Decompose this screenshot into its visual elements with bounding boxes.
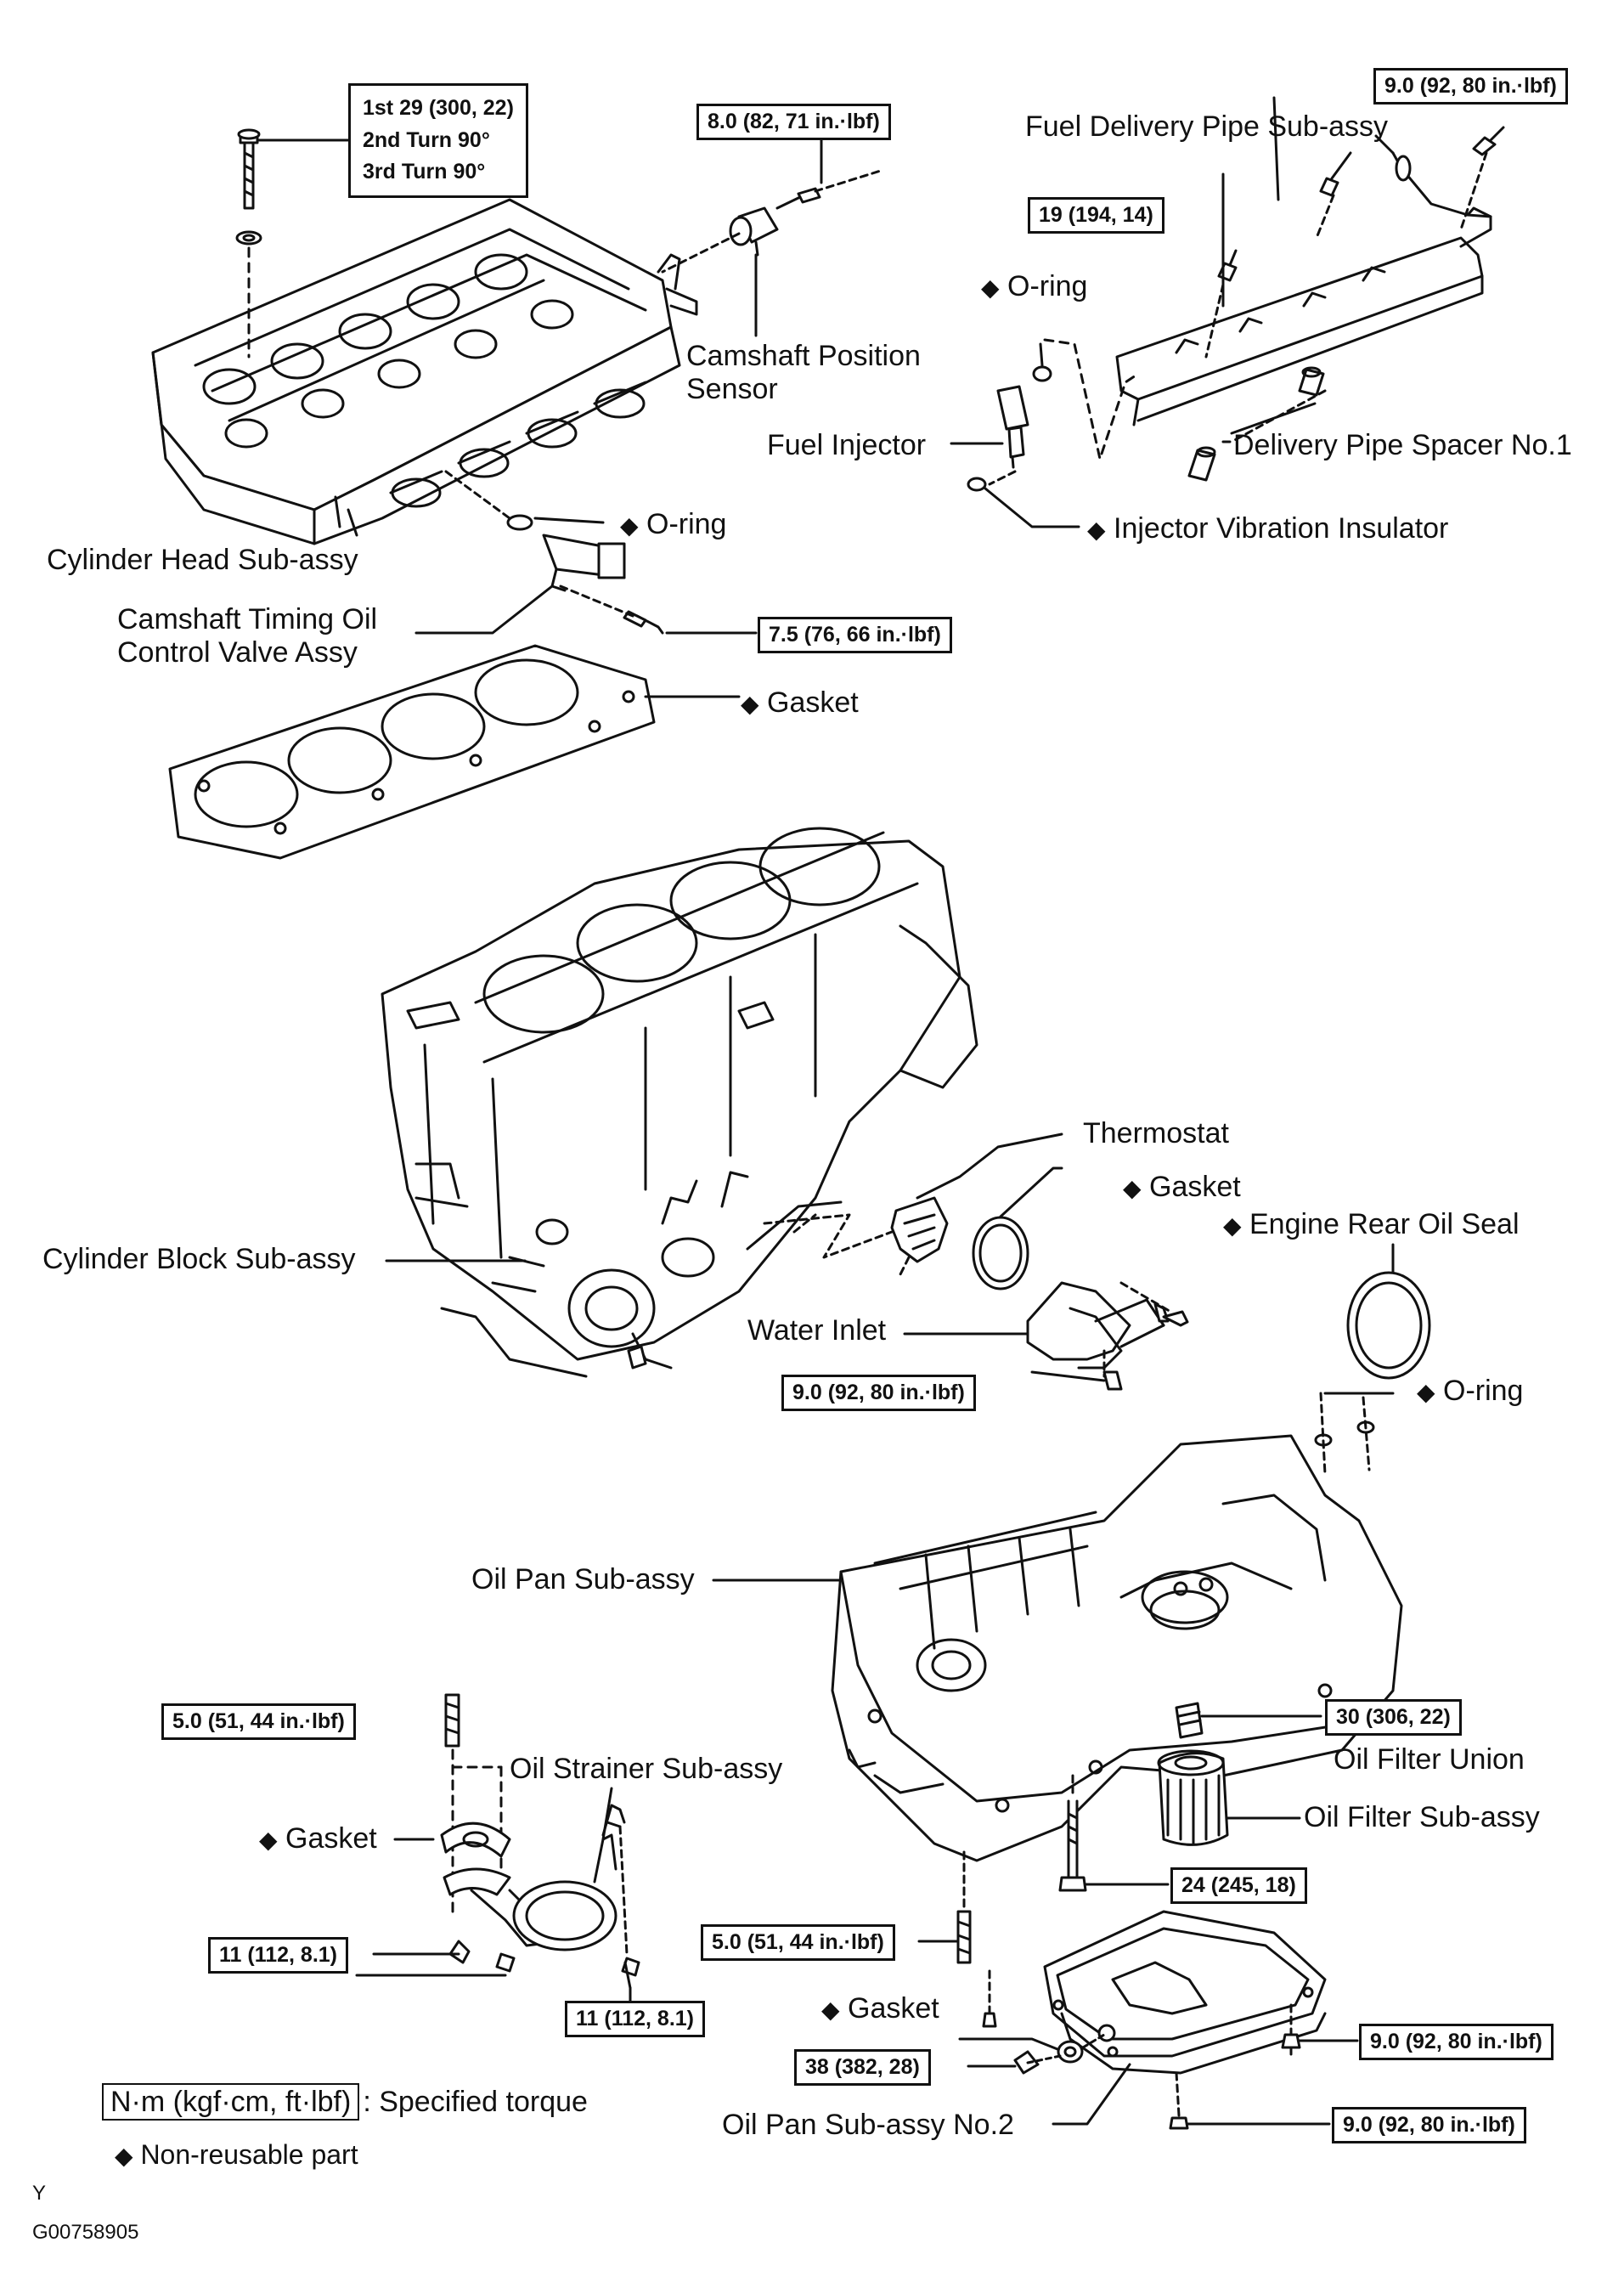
label-o-ring-fuel: ◆ O-ring [981, 270, 1087, 303]
label-oil-pan-no2: Oil Pan Sub-assy No.2 [722, 2109, 1014, 2141]
label-oil-pan: Oil Pan Sub-assy [471, 1563, 695, 1595]
o-ring-text: O-ring [1443, 1375, 1524, 1407]
torque-box-head-bolt: 1st 29 (300, 22) 2nd Turn 90° 3rd Turn 9… [348, 83, 528, 198]
cam-sensor-drawing [661, 168, 885, 337]
oil-pan-bolt-drawing [1058, 1774, 1170, 1892]
torque-box-pan2-nut: 9.0 (92, 80 in.·lbf) [1332, 2107, 1526, 2144]
legend-non-reusable-text: Non-reusable part [140, 2139, 358, 2170]
label-oil-filter: Oil Filter Sub-assy [1304, 1801, 1540, 1833]
non-reusable-marker: ◆ [741, 691, 759, 717]
label-rear-oil-seal: ◆ Engine Rear Oil Seal [1223, 1208, 1520, 1241]
ocv-drawing [414, 470, 758, 635]
label-thermostat-gasket: ◆ Gasket [1123, 1171, 1241, 1204]
torque-box-strainer-stud: 5.0 (51, 44 in.·lbf) [161, 1703, 356, 1741]
torque-box-strainer-bolt: 11 (112, 8.1) [565, 2001, 706, 2038]
torque-box-oil-filter-union: 30 (306, 22) [1325, 1699, 1462, 1737]
label-oil-strainer: Oil Strainer Sub-assy [510, 1753, 783, 1785]
label-ocv: Camshaft Timing Oil Control Valve Assy [117, 603, 377, 669]
oil-strainer-drawing [355, 1693, 640, 2002]
label-o-ring-ocv: ◆ O-ring [620, 508, 726, 541]
head-bolt-drawing [235, 128, 262, 359]
label-pan2-gasket: ◆ Gasket [821, 1992, 939, 2025]
gasket-text: Gasket [1149, 1171, 1241, 1203]
cylinder-block-drawing [381, 827, 978, 1378]
non-reusable-marker: ◆ [1223, 1212, 1242, 1239]
cylinder-head-drawing [151, 198, 698, 545]
pan-stud-drawing [917, 1850, 972, 1964]
rear-oil-seal-drawing [1346, 1243, 1431, 1380]
head-gasket-drawing [168, 644, 741, 860]
non-reusable-marker: ◆ [1417, 1379, 1435, 1405]
non-reusable-marker: ◆ [821, 1996, 840, 2023]
torque-box-pan-stud: 5.0 (51, 44 in.·lbf) [701, 1924, 895, 1962]
gasket-text: Gasket [848, 1992, 939, 2025]
o-ring-text: O-ring [646, 508, 727, 540]
label-delivery-pipe-spacer: Delivery Pipe Spacer No.1 [1233, 429, 1572, 461]
non-reusable-marker: ◆ [1123, 1175, 1142, 1201]
non-reusable-marker: ◆ [259, 1827, 278, 1853]
torque-box-cam-sensor: 8.0 (82, 71 in.·lbf) [696, 104, 891, 141]
legend-non-reusable: ◆ Non-reusable part [115, 2139, 358, 2171]
oil-filter-drawing [1157, 1702, 1322, 1846]
head-bolt-step-1: 1st 29 (300, 22) [363, 96, 514, 120]
torque-box-strainer-nut: 11 (112, 8.1) [208, 1937, 349, 1974]
legend-unit-text: : Specified torque [363, 2086, 588, 2118]
label-injector-insulator: ◆ Injector Vibration Insulator [1087, 512, 1448, 545]
non-reusable-marker: ◆ [620, 512, 639, 539]
ocv-line-1: Camshaft Timing Oil [117, 603, 378, 635]
label-thermostat: Thermostat [1083, 1117, 1229, 1149]
label-fuel-delivery-pipe: Fuel Delivery Pipe Sub-assy [1025, 110, 1389, 143]
label-fuel-injector: Fuel Injector [767, 429, 927, 461]
fuel-rail-drawing [1115, 96, 1505, 482]
torque-box-water-inlet: 9.0 (92, 80 in.·lbf) [781, 1375, 976, 1412]
label-water-inlet: Water Inlet [747, 1314, 887, 1347]
oil-pan-no2-drawing [958, 1910, 1359, 2130]
label-cam-position-sensor: Camshaft Position Sensor [686, 340, 921, 406]
torque-box-pan2-bolt: 9.0 (92, 80 in.·lbf) [1359, 2024, 1554, 2061]
gasket-text: Gasket [767, 686, 859, 719]
label-cylinder-head: Cylinder Head Sub-assy [47, 544, 358, 576]
ocv-line-2: Control Valve Assy [117, 636, 358, 669]
cam-sensor-line-2: Sensor [686, 373, 778, 406]
injector-insulator-text: Injector Vibration Insulator [1114, 512, 1449, 545]
torque-box-oil-pan-bolt: 24 (245, 18) [1170, 1867, 1307, 1905]
o-ring-text: O-ring [1007, 270, 1088, 302]
legend: N·m (kgf·cm, ft·lbf) : Specified torque [102, 2083, 588, 2121]
non-reusable-marker: ◆ [115, 2143, 133, 2169]
oil-pan-drawing [712, 1392, 1403, 1862]
cam-sensor-line-1: Camshaft Position [686, 340, 921, 372]
torque-box-delivery-pipe-bolt: 19 (194, 14) [1028, 197, 1164, 234]
label-oil-filter-union: Oil Filter Union [1334, 1743, 1525, 1776]
thermostat-drawing [763, 1132, 1189, 1391]
torque-box-ocv-bolt: 7.5 (76, 66 in.·lbf) [758, 617, 952, 654]
label-head-gasket: ◆ Gasket [741, 686, 859, 720]
head-bolt-step-3: 3rd Turn 90° [363, 160, 486, 184]
label-strainer-gasket: ◆ Gasket [259, 1822, 377, 1855]
head-bolt-step-2: 2nd Turn 90° [363, 127, 490, 152]
fuel-injector-drawing [950, 338, 1140, 528]
non-reusable-marker: ◆ [981, 274, 1000, 301]
gasket-text: Gasket [285, 1822, 377, 1855]
legend-unit-box: N·m (kgf·cm, ft·lbf) [102, 2083, 360, 2121]
torque-box-drain-plug: 38 (382, 28) [794, 2049, 931, 2087]
figure-id: G00758905 [32, 2221, 139, 2244]
non-reusable-marker: ◆ [1087, 517, 1106, 543]
label-cylinder-block: Cylinder Block Sub-assy [42, 1243, 356, 1275]
rear-oil-seal-text: Engine Rear Oil Seal [1249, 1208, 1520, 1240]
label-o-ring-pan: ◆ O-ring [1417, 1375, 1523, 1408]
footer-letter: Y [32, 2182, 47, 2205]
torque-box-fuel-pipe-upper: 9.0 (92, 80 in.·lbf) [1373, 68, 1568, 105]
